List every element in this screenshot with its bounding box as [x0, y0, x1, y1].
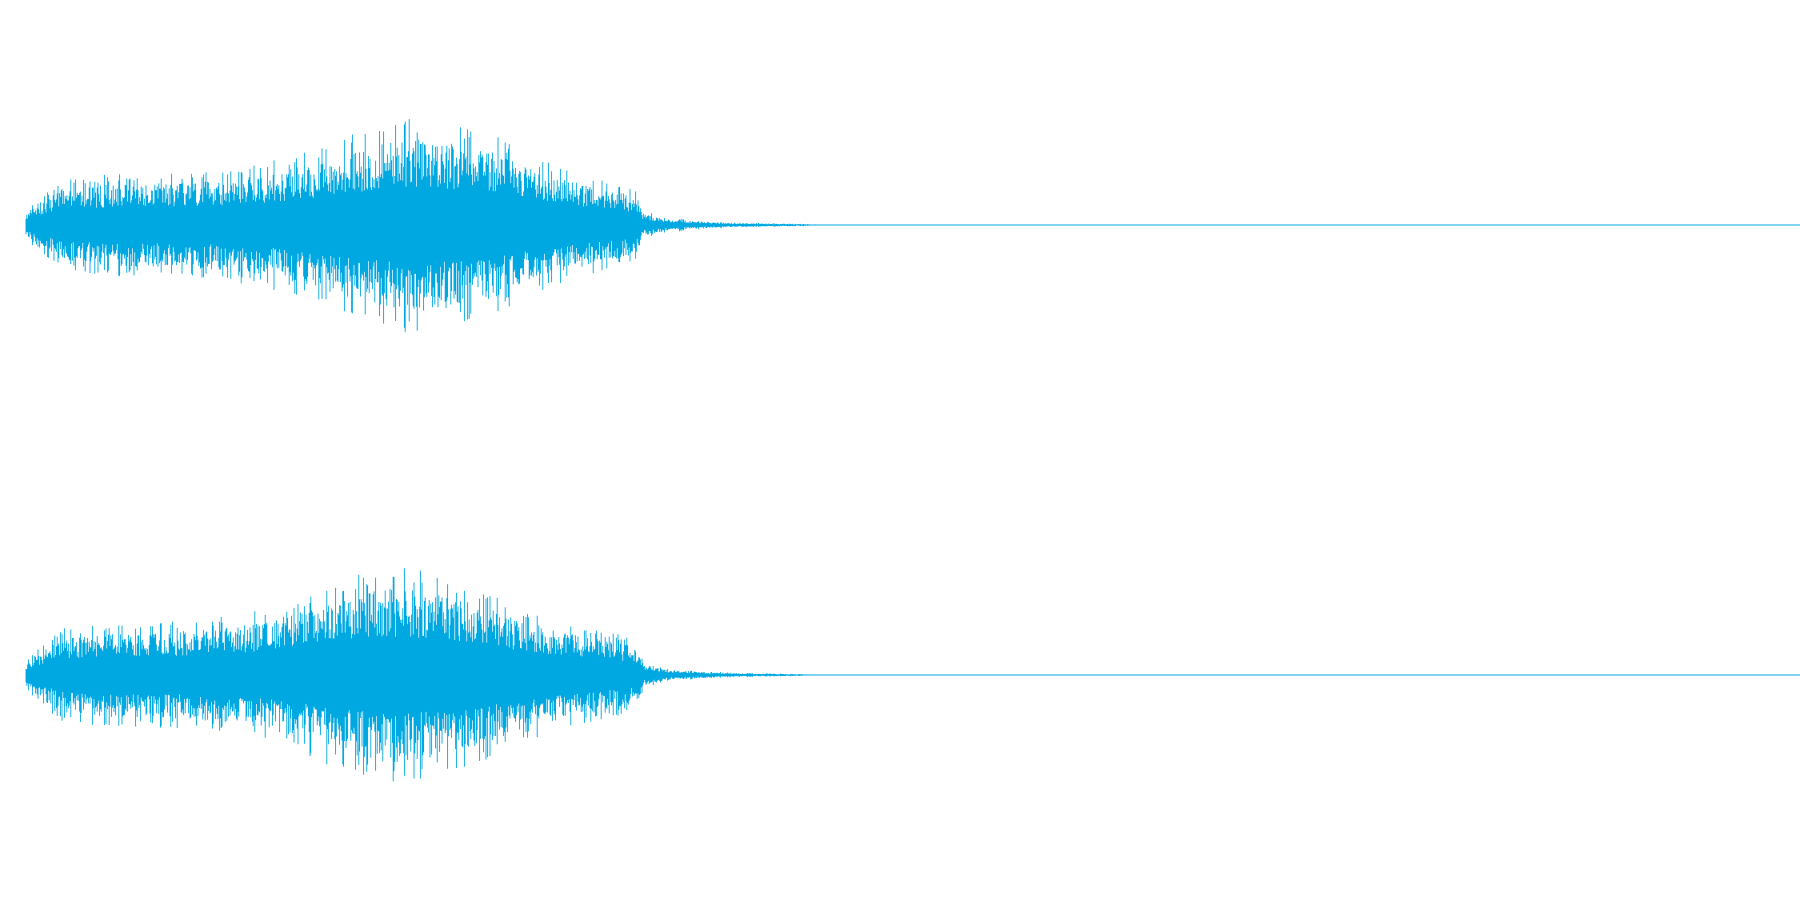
channel-right-waveform [25, 568, 1800, 782]
channel-left-signal [25, 119, 833, 332]
channel-right-signal [25, 568, 825, 782]
channel-left-waveform [25, 119, 1800, 332]
